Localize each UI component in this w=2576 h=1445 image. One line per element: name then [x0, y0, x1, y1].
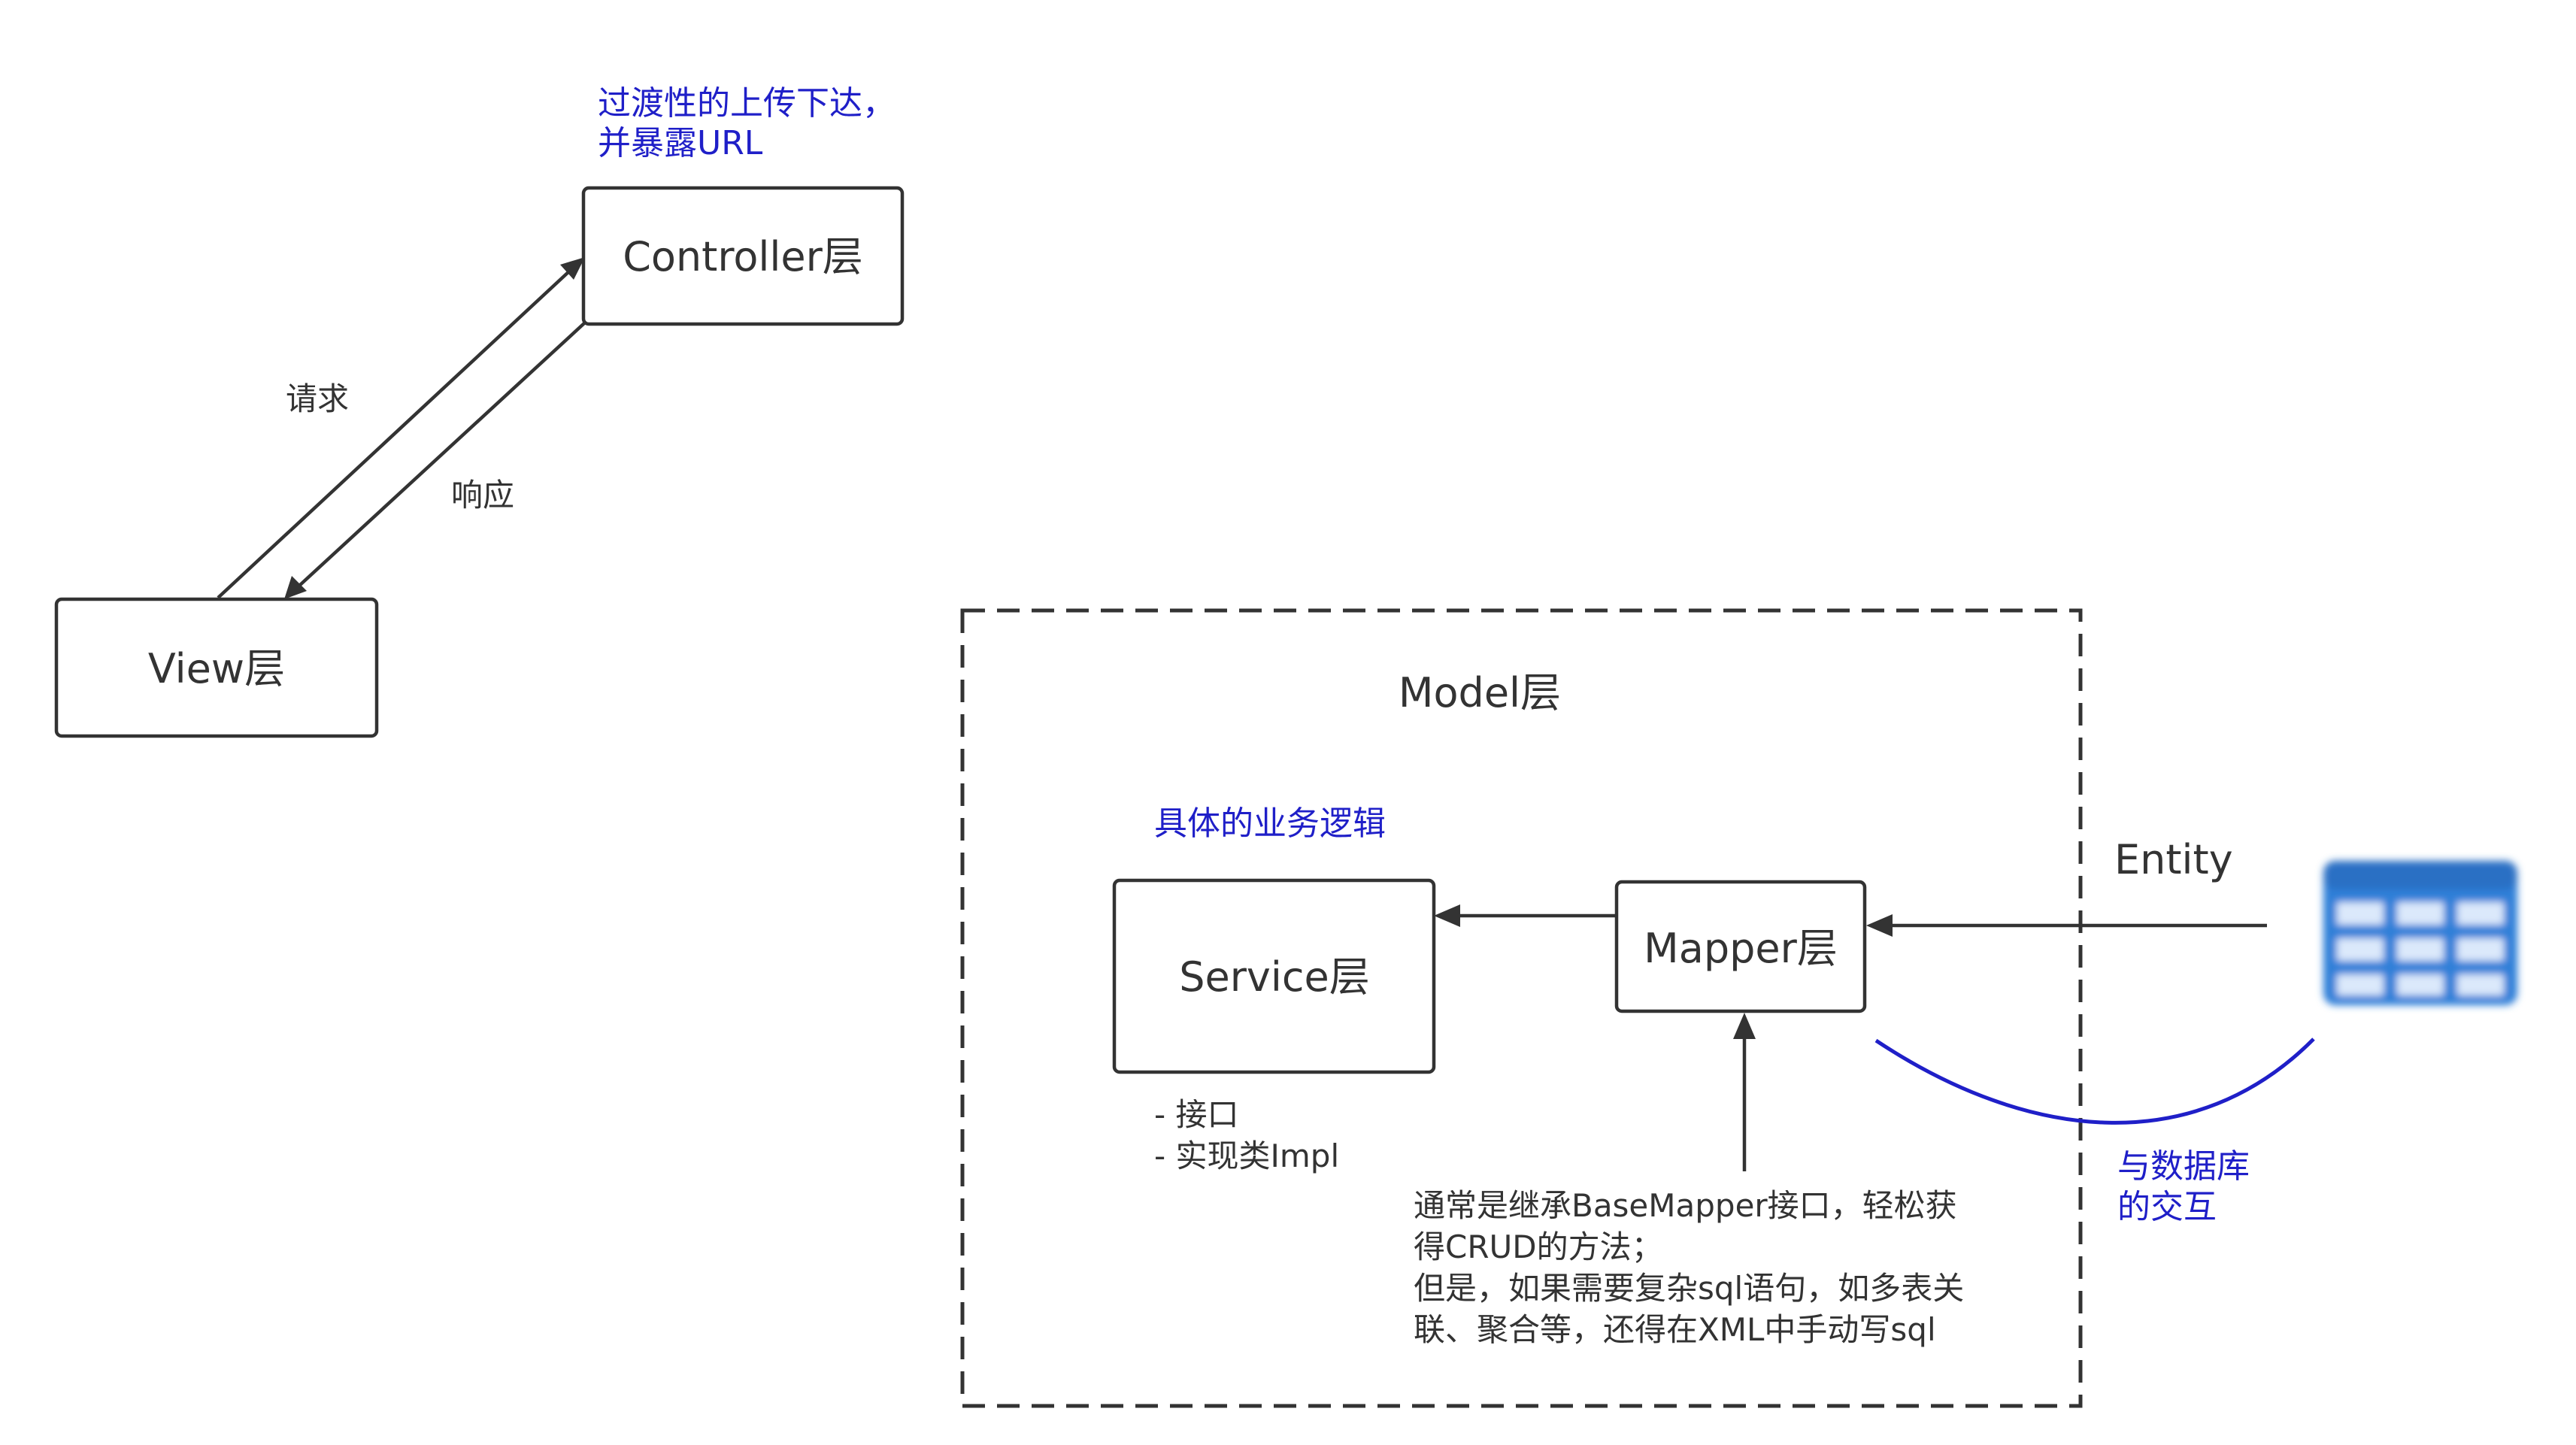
mapper-note-line: 得CRUD的方法；: [1414, 1228, 1663, 1265]
entity-label: Entity: [2114, 836, 2233, 883]
response-edge: [298, 322, 586, 587]
mapper-node[interactable]: Mapper层: [1614, 880, 1867, 1013]
service-items: - 接口 - 实现类Impl: [1154, 1096, 1339, 1174]
mapper-note-line: 通常是继承BaseMapper接口，轻松获: [1414, 1187, 1957, 1224]
request-arrowhead: [560, 257, 585, 280]
service-item: - 接口: [1154, 1096, 1239, 1133]
database-table-icon: [2323, 861, 2517, 1005]
service-item: - 实现类Impl: [1154, 1138, 1339, 1174]
db-interaction-note: 与数据库 的交互: [2117, 1147, 2260, 1226]
note-to-mapper-arrow: [1733, 1013, 1756, 1171]
response-label: 响应: [451, 477, 514, 513]
controller-node[interactable]: Controller层: [581, 186, 905, 326]
request-arrow: [217, 257, 585, 599]
db-interaction-line: 的交互: [2117, 1188, 2217, 1226]
mapper-label: Mapper层: [1644, 925, 1838, 972]
service-label: Service层: [1179, 953, 1370, 1001]
controller-note-line: 过渡性的上传下达，: [598, 84, 896, 123]
service-node[interactable]: Service层: [1112, 878, 1436, 1074]
view-box[interactable]: [54, 597, 379, 738]
mapper-note-line: 联、聚合等，还得在XML中手动写sql: [1414, 1311, 1936, 1348]
mapper-note-line: 但是，如果需要复杂sql语句，如多表关: [1414, 1270, 1964, 1307]
note-to-mapper-arrowhead: [1733, 1013, 1756, 1039]
view-node[interactable]: View层: [54, 597, 379, 738]
controller-label: Controller层: [623, 233, 863, 280]
controller-note-line: 并暴露URL: [598, 124, 763, 162]
response-arrowhead: [284, 576, 307, 599]
request-label: 请求: [286, 380, 349, 417]
mapper-box[interactable]: [1614, 880, 1867, 1013]
controller-box[interactable]: [581, 186, 905, 326]
mapper-to-service-arrow: [1434, 904, 1617, 927]
service-box[interactable]: [1112, 878, 1436, 1074]
mapper-to-service-arrowhead: [1434, 904, 1460, 927]
db-interaction-line: 与数据库: [2117, 1147, 2250, 1186]
entity-arrowhead: [1866, 914, 1893, 937]
request-edge: [217, 269, 571, 599]
controller-note: 过渡性的上传下达， 并暴露URL: [598, 84, 906, 162]
db-interaction-curve: [1874, 1038, 2315, 1125]
entity-arrow: [1866, 914, 2267, 937]
mapper-note: 通常是继承BaseMapper接口，轻松获 得CRUD的方法； 但是，如果需要复…: [1414, 1187, 1974, 1348]
model-group-title: Model层: [1399, 669, 1561, 716]
response-arrow: [284, 322, 586, 599]
service-note: 具体的业务逻辑: [1154, 804, 1386, 843]
model-group-frame: [960, 608, 2083, 1408]
view-label: View层: [148, 645, 285, 692]
